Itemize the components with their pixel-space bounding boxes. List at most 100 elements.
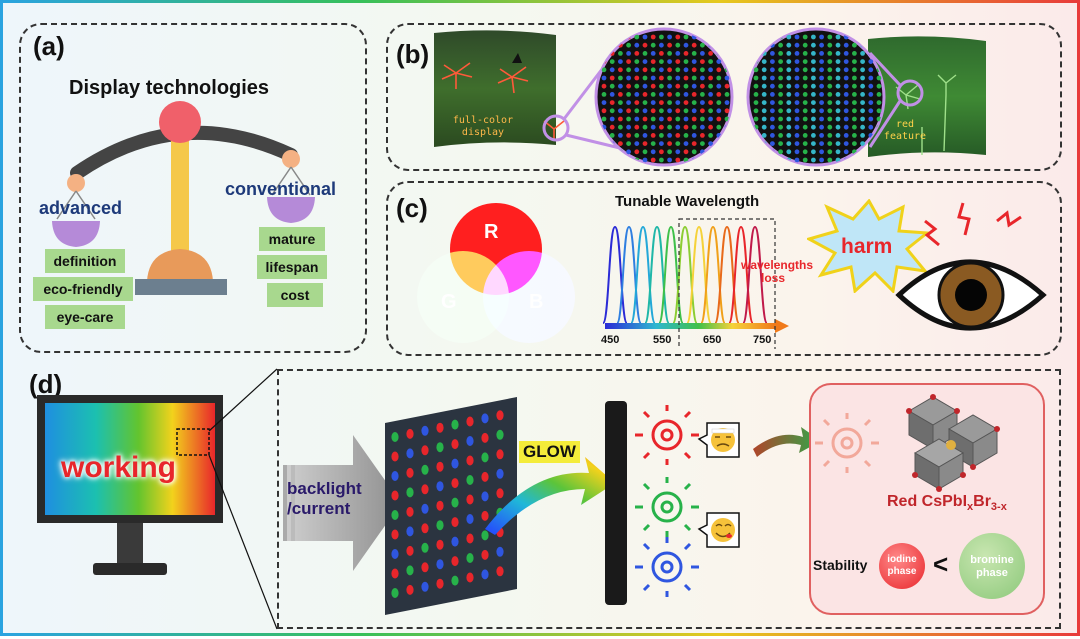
left-chain bbox=[56, 190, 96, 220]
pixel-dot bbox=[802, 108, 808, 114]
pixel-dot bbox=[683, 83, 689, 89]
panel-c-label: (c) bbox=[396, 193, 428, 223]
pixel-dot bbox=[675, 116, 681, 122]
pixel-dot bbox=[642, 75, 648, 81]
pixel-dot bbox=[860, 59, 865, 64]
pixel-dot bbox=[675, 67, 681, 73]
pixel-dot bbox=[860, 92, 865, 97]
pixel-dot bbox=[691, 67, 697, 73]
pixel-dot bbox=[708, 75, 713, 81]
pixel-dot bbox=[650, 75, 656, 81]
pixel-dot bbox=[675, 92, 681, 97]
pixel-dot bbox=[819, 75, 824, 81]
pixel-dot bbox=[827, 124, 833, 130]
less-than-symbol: < bbox=[933, 549, 949, 579]
pixel-dot bbox=[601, 75, 607, 81]
pixel-dot bbox=[843, 51, 849, 56]
pixel-dot bbox=[691, 116, 697, 122]
scale-base bbox=[147, 249, 213, 281]
pixel-dot bbox=[642, 116, 648, 122]
pixel-dot bbox=[794, 42, 800, 48]
pixel-dot bbox=[811, 34, 816, 40]
pixel-dot bbox=[852, 141, 857, 146]
pixel-dot bbox=[609, 83, 615, 89]
pixel-dot bbox=[835, 75, 841, 81]
material-formula: Red CsPbIxBr3-x bbox=[887, 493, 1007, 513]
pixel-dot bbox=[770, 67, 775, 73]
formula-base: Red CsPbI bbox=[887, 493, 968, 510]
red-feature-caption: red feature bbox=[883, 119, 927, 142]
pixel-dot bbox=[634, 149, 640, 155]
pixel-dot bbox=[683, 67, 689, 73]
pixel-dot bbox=[618, 67, 623, 73]
led-dot bbox=[406, 506, 414, 517]
pixel-dot bbox=[827, 100, 833, 105]
led-dot bbox=[406, 448, 414, 459]
advanced-heading: advanced bbox=[39, 198, 123, 218]
pixel-dot bbox=[700, 83, 705, 89]
pixel-dot bbox=[642, 124, 648, 130]
pixel-dot bbox=[642, 157, 648, 163]
right-zoom-line-bottom bbox=[868, 100, 902, 148]
pixel-dot bbox=[843, 133, 849, 138]
led-dot bbox=[406, 428, 414, 439]
pixel-dot bbox=[618, 116, 623, 122]
led-dot bbox=[391, 549, 399, 559]
pixel-dot bbox=[827, 75, 833, 81]
pixel-dot bbox=[667, 42, 672, 48]
pixel-dot bbox=[802, 42, 808, 48]
pixel-dot bbox=[819, 51, 824, 56]
pixel-dot bbox=[819, 124, 824, 130]
led-dot bbox=[436, 539, 444, 550]
pixel-dot bbox=[708, 92, 713, 97]
pixel-dot bbox=[667, 133, 672, 138]
pixel-dot bbox=[835, 149, 841, 155]
pixel-dot bbox=[794, 51, 800, 56]
pixel-dot bbox=[827, 42, 833, 48]
panel-a-title: Display technologies bbox=[69, 77, 270, 99]
led-dot bbox=[466, 533, 474, 544]
pixel-dot bbox=[819, 34, 824, 40]
led-dot bbox=[451, 536, 459, 547]
pixel-dot bbox=[634, 34, 640, 40]
led-dot bbox=[406, 584, 414, 595]
pixel-dot bbox=[860, 141, 865, 146]
led-dot bbox=[466, 494, 474, 505]
pixel-dot bbox=[786, 51, 792, 56]
pixel-dot bbox=[770, 108, 775, 114]
pixel-dot bbox=[876, 75, 882, 81]
pixel-dot bbox=[802, 157, 808, 163]
formula-sub-3x: 3-x bbox=[990, 501, 1007, 514]
material-graphics bbox=[815, 394, 1000, 492]
full-color-photo bbox=[434, 30, 556, 147]
tag-mature: mature bbox=[259, 227, 325, 251]
pixel-dot bbox=[876, 92, 882, 97]
pixel-dot bbox=[634, 116, 640, 122]
pixel-dot bbox=[753, 67, 759, 73]
pixel-dot bbox=[786, 116, 792, 122]
stability-label: Stability bbox=[813, 557, 868, 573]
led-panel bbox=[385, 397, 517, 615]
pixel-dot bbox=[811, 83, 816, 89]
pixel-dot bbox=[708, 116, 713, 122]
pixel-dot bbox=[659, 133, 664, 138]
pixel-dot bbox=[802, 149, 808, 155]
pixel-dot bbox=[675, 51, 681, 56]
led-dot bbox=[466, 553, 474, 563]
pixel-dot bbox=[724, 75, 730, 81]
pixel-dot bbox=[852, 75, 857, 81]
pixel-dot bbox=[642, 51, 648, 56]
pixel-dot bbox=[852, 59, 857, 64]
pixel-dot bbox=[626, 100, 631, 105]
pixel-dot bbox=[609, 100, 615, 105]
red-flowers bbox=[441, 62, 565, 141]
pixel-dot bbox=[827, 108, 833, 114]
pixel-dot bbox=[761, 108, 767, 114]
green-flowers bbox=[895, 74, 957, 155]
pixel-dot bbox=[778, 149, 783, 155]
pixel-dot bbox=[770, 51, 775, 56]
pixel-dot bbox=[618, 108, 623, 114]
loss-region-box bbox=[678, 218, 776, 349]
left-zoom-ring bbox=[542, 114, 570, 142]
pixel-dot bbox=[819, 83, 824, 89]
